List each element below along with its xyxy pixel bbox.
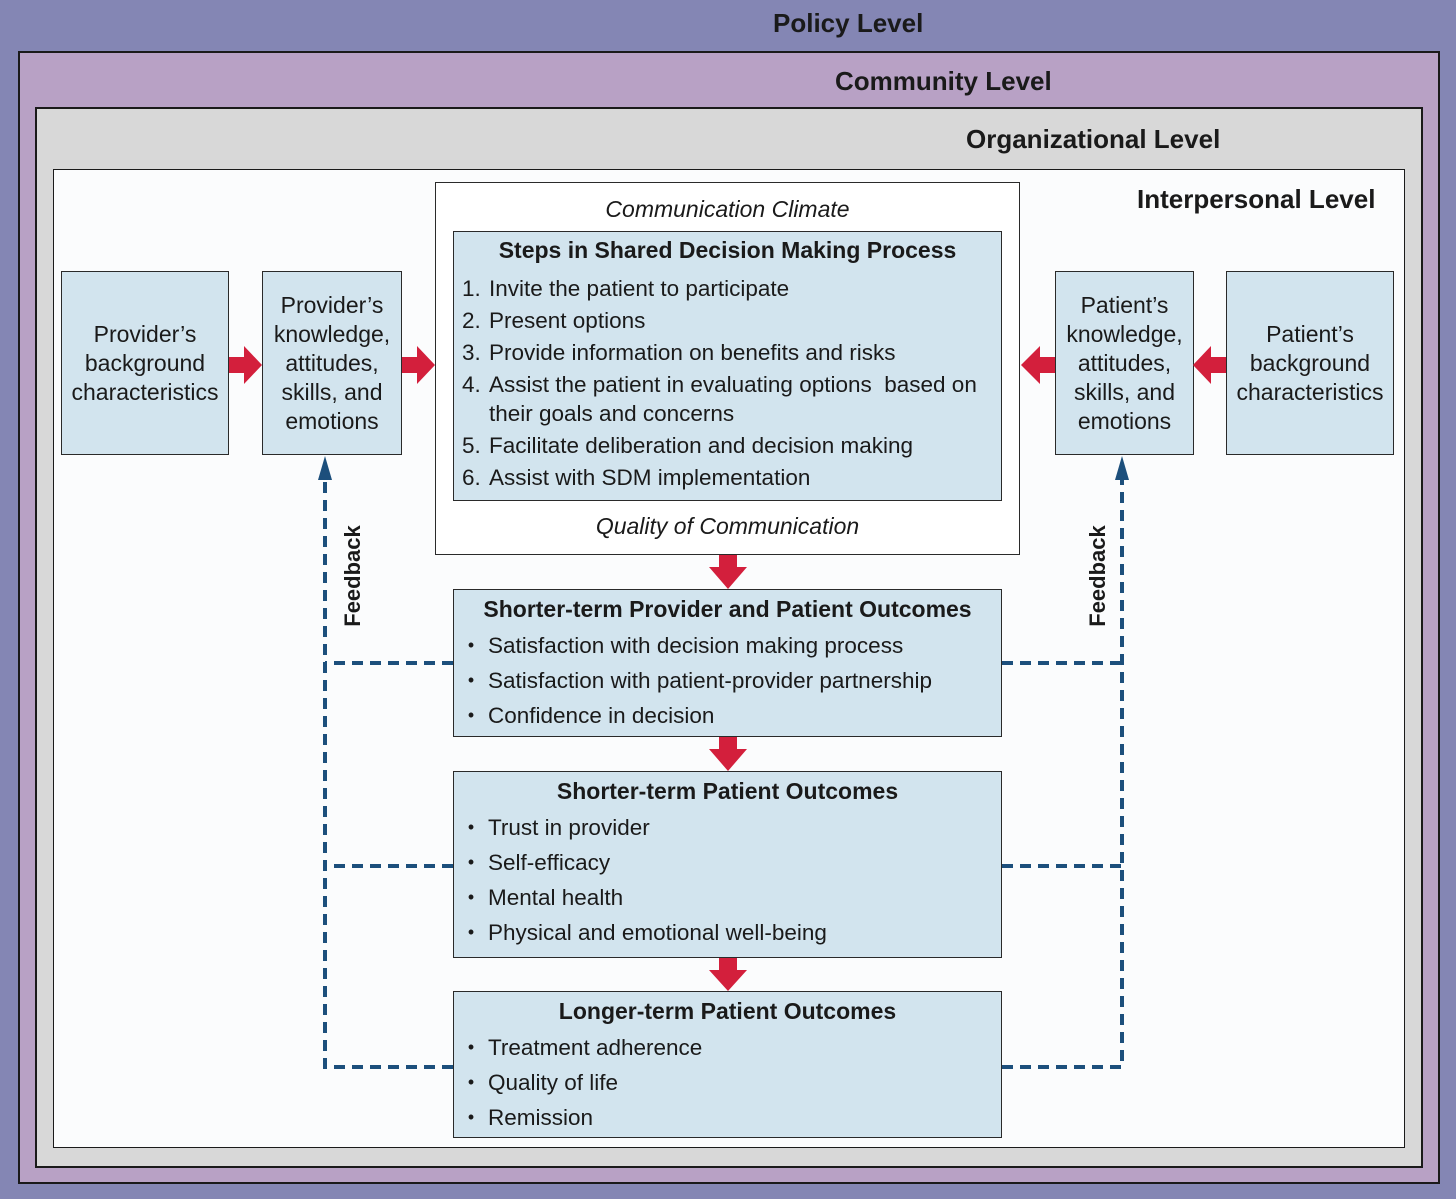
outcome-text: Satisfaction with patient-provider partn… — [488, 667, 932, 693]
bullet-icon: • — [467, 705, 475, 725]
outcomes-heading: Shorter-term Provider and Patient Outcom… — [483, 596, 972, 622]
step-number: 6. — [462, 465, 481, 490]
down-arrow-icon — [709, 555, 747, 589]
list-item: • Physical and emotional well-being — [454, 915, 1001, 950]
outcome-text: Trust in provider — [488, 814, 650, 840]
list-item: • Satisfaction with patient-provider part… — [454, 663, 1001, 698]
patient-knowledge-box: Patient’s knowledge, attitudes, skills, … — [1055, 271, 1194, 455]
flow-arrows — [229, 346, 1226, 991]
outcomes-box-shorter-term-provider-patient: Shorter-term Provider and Patient Outcom… — [453, 589, 1002, 737]
patient-background-text: Patient’s background characteristics — [1236, 320, 1384, 405]
feedback-label-left: Feedback — [339, 525, 365, 627]
bullet-icon: • — [467, 1037, 475, 1057]
outcomes-box-longer-term-patient: Longer-term Patient Outcomes • Treatment … — [453, 991, 1002, 1138]
interpersonal-level-title: Interpersonal Level — [1137, 184, 1376, 214]
organizational-level-title: Organizational Level — [966, 124, 1221, 154]
list-item: • Mental health — [454, 880, 1001, 915]
feedback-line-left — [323, 478, 453, 1069]
communication-climate-label: Communication Climate — [605, 196, 850, 222]
bullet-icon: • — [467, 1072, 475, 1092]
outcomes-list: • Trust in provider • Self-efficacy • Menta… — [454, 810, 1001, 950]
down-arrow-icon — [709, 958, 747, 991]
step-text: Assist the patient in evaluating options… — [489, 372, 984, 426]
sdm-step: 2. Present options — [462, 306, 1001, 335]
sdm-step: 4. Assist the patient in evaluating optio… — [462, 370, 1001, 428]
step-text: Present options — [489, 308, 646, 333]
step-number: 2. — [462, 308, 481, 333]
provider-knowledge-text: Provider’s knowledge, attitudes, skills,… — [273, 291, 391, 434]
sdm-steps-list: 1. Invite the patient to participate 2. Pr… — [462, 274, 1001, 492]
outcomes-heading: Longer-term Patient Outcomes — [558, 998, 897, 1024]
outcome-text: Treatment adherence — [488, 1034, 703, 1060]
list-item: • Treatment adherence — [454, 1030, 1001, 1065]
outcome-text: Mental health — [488, 884, 624, 910]
left-arrow-icon — [1021, 346, 1055, 384]
down-arrow-icon — [709, 737, 747, 771]
feedback-line-right — [1002, 478, 1124, 1069]
bullet-icon: • — [467, 887, 475, 907]
community-level-title: Community Level — [835, 66, 1052, 96]
feedback-lines — [323, 478, 1124, 1069]
outcome-text: Remission — [488, 1104, 594, 1130]
provider-knowledge-box: Provider’s knowledge, attitudes, skills,… — [262, 271, 402, 455]
step-number: 3. — [462, 340, 481, 365]
policy-level-title: Policy Level — [773, 8, 924, 38]
list-item: • Confidence in decision — [454, 698, 1001, 733]
step-text: Invite the patient to participate — [489, 276, 790, 301]
step-text: Assist with SDM implementation — [489, 465, 811, 490]
feedback-label-right: Feedback — [1084, 525, 1110, 627]
sdm-step: 6. Assist with SDM implementation — [462, 463, 1001, 492]
list-item: • Quality of life — [454, 1065, 1001, 1100]
provider-background-box: Provider’s background characteristics — [61, 271, 229, 455]
bullet-icon: • — [467, 635, 475, 655]
patient-background-box: Patient’s background characteristics — [1226, 271, 1394, 455]
feedback-arrowhead-right-icon — [1115, 456, 1129, 480]
patient-knowledge-text: Patient’s knowledge, attitudes, skills, … — [1066, 291, 1183, 434]
step-text: Facilitate deliberation and decision mak… — [489, 433, 913, 458]
list-item: • Satisfaction with decision making proce… — [454, 628, 1001, 663]
sdm-step: 5. Facilitate deliberation and decision m… — [462, 431, 1001, 460]
outcomes-list: • Satisfaction with decision making proce… — [454, 628, 1001, 733]
outcome-text: Satisfaction with decision making proces… — [488, 632, 904, 658]
list-item: • Self-efficacy — [454, 845, 1001, 880]
step-text: Provide information on benefits and risk… — [489, 340, 896, 365]
left-arrow-icon — [1193, 346, 1226, 384]
outcome-text: Quality of life — [488, 1069, 619, 1095]
step-number: 1. — [462, 276, 481, 301]
step-number: 5. — [462, 433, 481, 458]
bullet-icon: • — [467, 922, 475, 942]
list-item: • Trust in provider — [454, 810, 1001, 845]
right-arrow-icon — [229, 346, 262, 384]
outcomes-heading: Shorter-term Patient Outcomes — [556, 778, 899, 804]
bullet-icon: • — [467, 817, 475, 837]
sdm-steps-heading: Steps in Shared Decision Making Process — [498, 237, 957, 263]
bullet-icon: • — [467, 1107, 475, 1127]
sdm-steps-box: Steps in Shared Decision Making Process … — [453, 231, 1002, 501]
quality-of-communication-label: Quality of Communication — [595, 513, 860, 539]
outcome-text: Confidence in decision — [488, 702, 715, 728]
list-item: • Remission — [454, 1100, 1001, 1135]
bullet-icon: • — [467, 852, 475, 872]
outcomes-box-shorter-term-patient: Shorter-term Patient Outcomes • Trust in … — [453, 771, 1002, 958]
sdm-step: 3. Provide information on benefits and ri… — [462, 338, 1001, 367]
feedback-arrowhead-left-icon — [318, 456, 332, 480]
outcome-text: Physical and emotional well-being — [488, 919, 827, 945]
sdm-step: 1. Invite the patient to participate — [462, 274, 1001, 303]
outcome-text: Self-efficacy — [488, 849, 611, 875]
step-number: 4. — [462, 372, 481, 397]
provider-background-text: Provider’s background characteristics — [71, 320, 219, 405]
bullet-icon: • — [467, 670, 475, 690]
outcomes-list: • Treatment adherence • Quality of life • R… — [454, 1030, 1001, 1135]
right-arrow-icon — [402, 346, 435, 384]
